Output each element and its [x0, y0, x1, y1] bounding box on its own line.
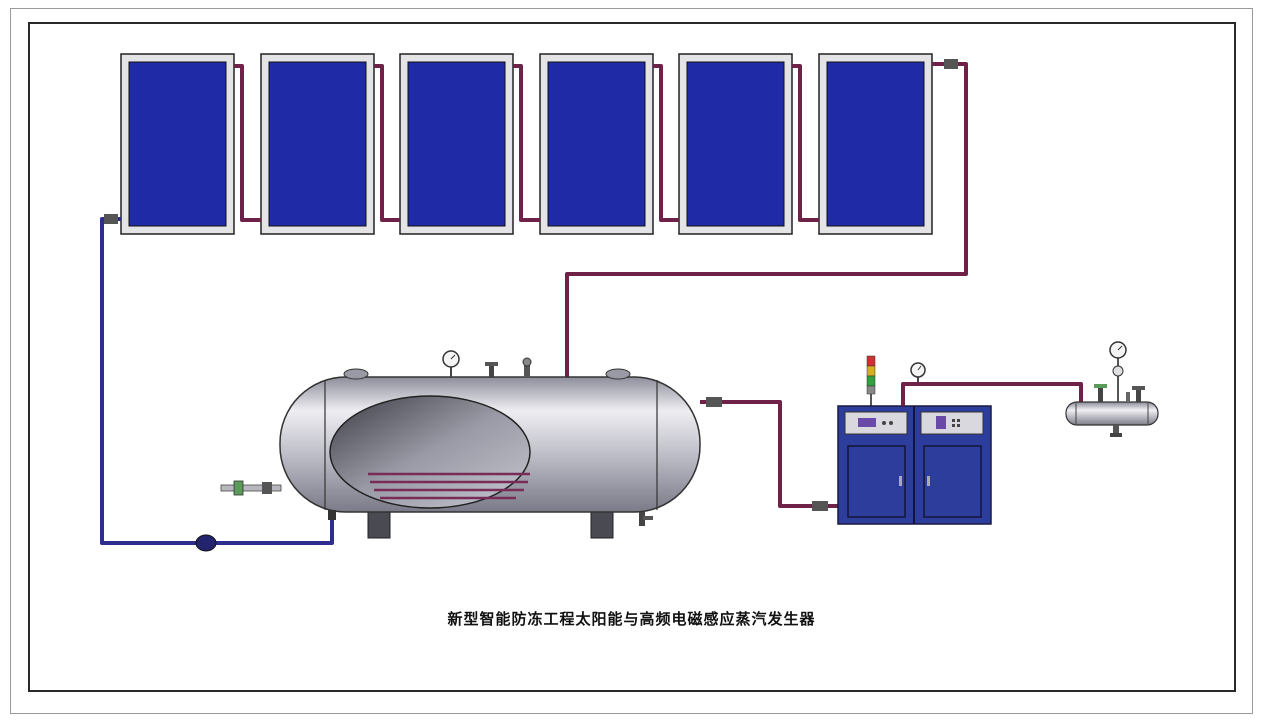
generator-inlet-fitting: [812, 501, 828, 511]
diagram-frame: [28, 22, 1236, 692]
solar-collector-1: [120, 53, 235, 235]
circulation-pump-icon: [195, 534, 217, 552]
solar-collector-4: [539, 53, 654, 235]
panel-connector-pipes: [234, 64, 819, 222]
tank-to-generator-pipe: [700, 400, 838, 508]
generator-pressure-gauge-icon: [910, 362, 926, 385]
tank-safety-valve-icon: [522, 357, 532, 378]
outlet-fitting: [944, 59, 958, 69]
header-valves-icon: [1094, 384, 1145, 402]
solar-collector-5: [678, 53, 793, 235]
solar-collector-3: [399, 53, 514, 235]
cold-return-pipe: [100, 217, 334, 545]
tank-drain-valve-icon: [639, 512, 653, 526]
steam-header: [1065, 401, 1159, 437]
diagram-caption: 新型智能防冻工程太阳能与高频电磁感应蒸汽发生器: [447, 610, 816, 628]
steam-outlet-pipe: [901, 382, 1083, 406]
tank-valve-icon: [485, 362, 498, 378]
steam-generator-cabinet: [837, 355, 992, 525]
outer-frame: [10, 8, 1253, 714]
solar-collector-2: [260, 53, 375, 235]
inlet-fitting: [104, 214, 118, 224]
solar-collector-6: [818, 53, 933, 235]
tank-pressure-gauge-icon: [442, 350, 460, 378]
header-pressure-gauge-icon: [1109, 341, 1127, 402]
tank-outlet-fitting: [706, 397, 722, 407]
tank-return-fitting: [328, 510, 336, 520]
tank-side-inlet-valve-icon: [220, 480, 282, 496]
solar-collector-array: [120, 53, 933, 235]
storage-tank: [279, 368, 701, 539]
